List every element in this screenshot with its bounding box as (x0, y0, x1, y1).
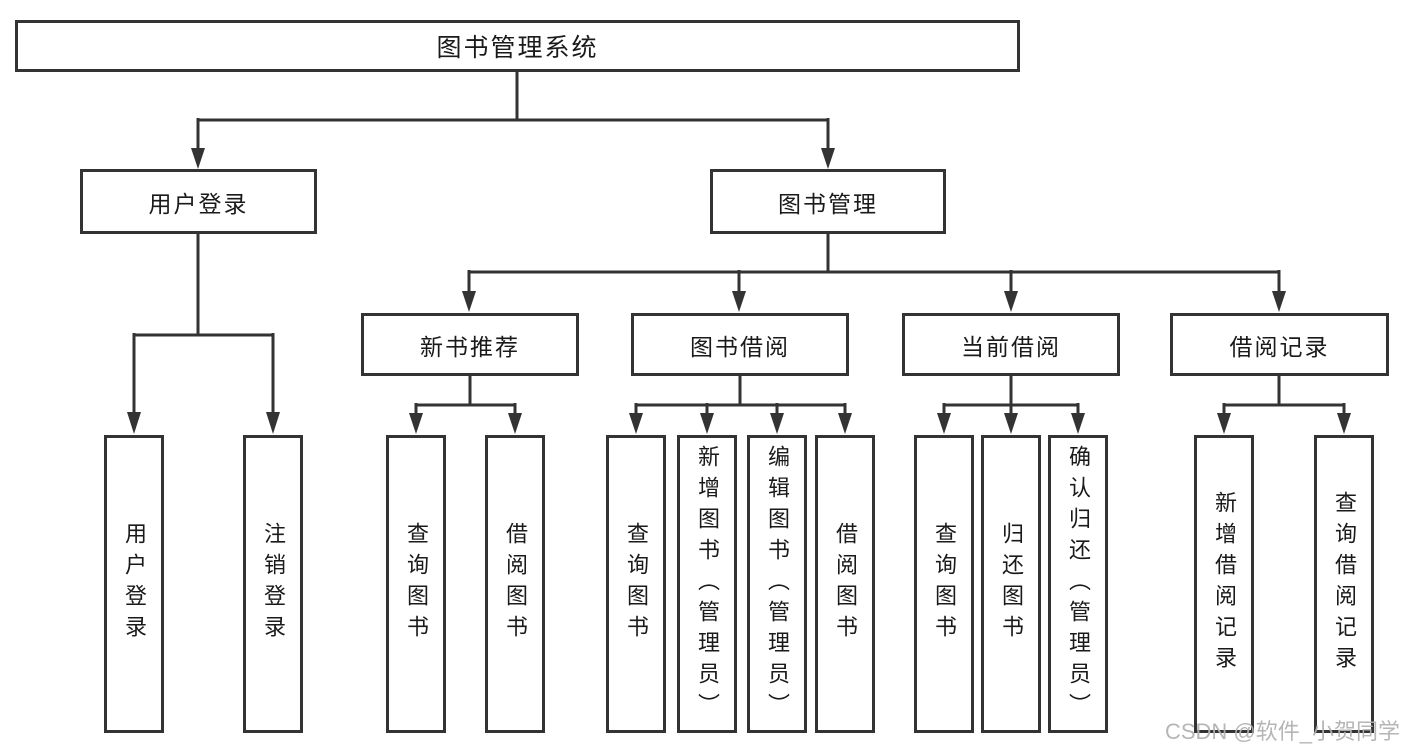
node-new-book-recommendation-label: 新书推荐 (420, 333, 520, 360)
node-book-borrowing: 图书借阅 (631, 313, 849, 376)
leaf-borrow-books-borrowing-label: 借阅图书 (833, 522, 858, 646)
leaf-add-book-admin: 新增图书（管理员） (677, 435, 737, 733)
leaf-user-login-label: 用户登录 (122, 522, 147, 646)
connector-book-management-to-level3 (462, 234, 1286, 312)
leaf-edit-book-admin: 编辑图书（管理员） (747, 435, 807, 733)
leaf-query-books-borrowing: 查询图书 (606, 435, 666, 733)
node-book-borrowing-label: 图书借阅 (690, 333, 790, 360)
leaf-query-borrow-record-label: 查询借阅记录 (1332, 491, 1357, 677)
leaf-edit-book-admin-label: 编辑图书（管理员） (765, 444, 790, 724)
connector-user-login-to-leaves (127, 234, 280, 434)
node-book-management-label: 图书管理 (778, 190, 878, 217)
leaf-query-borrow-record: 查询借阅记录 (1314, 435, 1374, 733)
connector-root-to-level2 (191, 72, 835, 169)
leaf-query-books-borrowing-label: 查询图书 (624, 522, 649, 646)
node-current-borrowing: 当前借阅 (902, 313, 1120, 376)
leaf-confirm-return-admin: 确认归还（管理员） (1048, 435, 1108, 733)
node-new-book-recommendation: 新书推荐 (361, 313, 579, 376)
leaf-add-borrow-record: 新增借阅记录 (1194, 435, 1254, 733)
leaf-logout: 注销登录 (243, 435, 303, 733)
leaf-borrow-books-new: 借阅图书 (485, 435, 545, 733)
leaf-query-books-new: 查询图书 (386, 435, 446, 733)
node-borrowing-records: 借阅记录 (1170, 313, 1389, 376)
leaf-query-books-new-label: 查询图书 (404, 522, 429, 646)
connector-current-borrowing-to-leaves (937, 376, 1085, 434)
node-library-management-system-label: 图书管理系统 (436, 34, 599, 62)
connector-new-book-recommendation-to-leaves (409, 376, 522, 434)
connector-book-borrowing-to-leaves (629, 376, 852, 434)
node-user-login-label: 用户登录 (148, 190, 249, 217)
leaf-query-books-current: 查询图书 (914, 435, 974, 733)
leaf-borrow-books-new-label: 借阅图书 (503, 522, 528, 646)
leaf-query-books-current-label: 查询图书 (932, 522, 957, 646)
leaf-confirm-return-admin-label: 确认归还（管理员） (1066, 444, 1091, 724)
leaf-add-book-admin-label: 新增图书（管理员） (695, 444, 720, 724)
connector-borrowing-records-to-leaves (1217, 376, 1351, 434)
node-library-management-system: 图书管理系统 (15, 20, 1020, 72)
leaf-add-borrow-record-label: 新增借阅记录 (1212, 491, 1237, 677)
leaf-logout-label: 注销登录 (261, 522, 286, 646)
node-borrowing-records-label: 借阅记录 (1229, 333, 1330, 360)
node-current-borrowing-label: 当前借阅 (961, 333, 1061, 360)
leaf-return-books-label: 归还图书 (999, 522, 1024, 646)
leaf-user-login: 用户登录 (104, 435, 164, 733)
leaf-borrow-books-borrowing: 借阅图书 (815, 435, 875, 733)
node-user-login: 用户登录 (80, 169, 317, 234)
node-book-management: 图书管理 (710, 169, 946, 234)
leaf-return-books: 归还图书 (981, 435, 1041, 733)
